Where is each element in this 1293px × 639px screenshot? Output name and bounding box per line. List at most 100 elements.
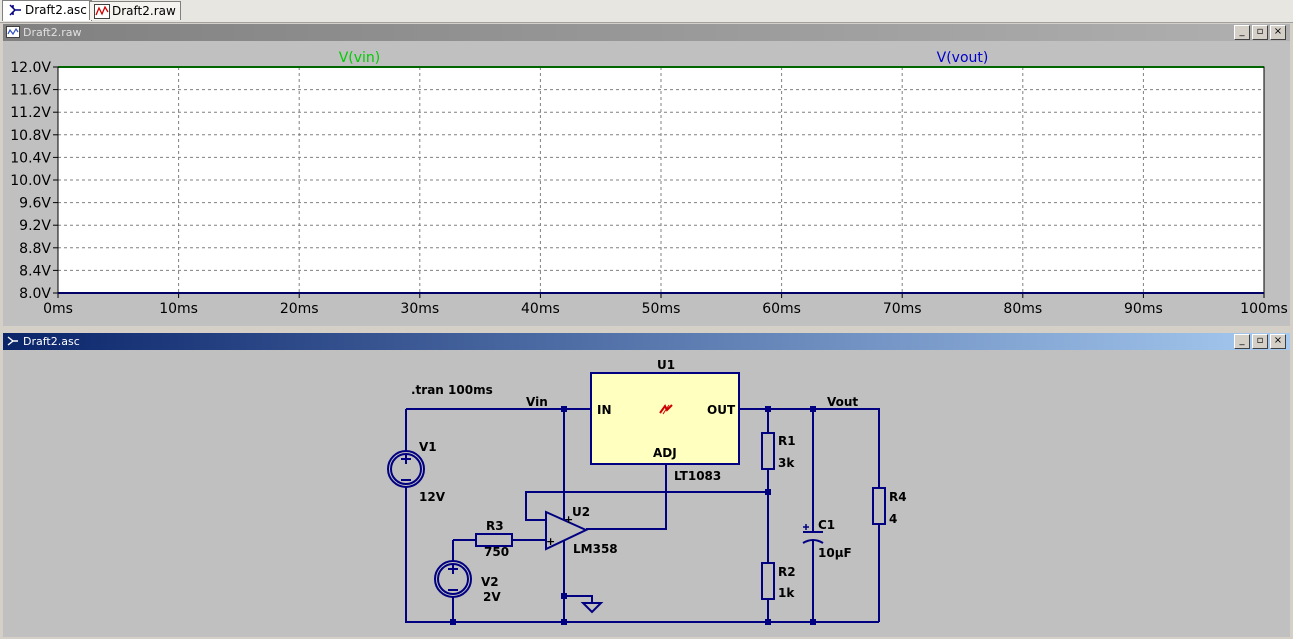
schematic-window: Draft2.asc _▫× (3, 333, 1290, 637)
v2-ref[interactable]: V2 (481, 575, 499, 589)
v2-circle[interactable] (434, 560, 472, 598)
r3-ref[interactable]: R3 (486, 519, 504, 533)
schematic-canvas[interactable]: .tran 100ms Vin Vout U1 IN OUT ADJ LT108… (3, 350, 1290, 637)
y-tick-label: 10.8V (10, 128, 51, 144)
y-tick-label: 11.2V (10, 105, 51, 121)
ground-symbol[interactable] (580, 602, 604, 614)
r2-resistor[interactable] (761, 562, 775, 600)
waveform-window-icon (6, 26, 20, 38)
tab-draft2-asc[interactable]: Draft2.asc (2, 0, 92, 21)
waveform-window-title: Draft2.raw (23, 26, 82, 39)
x-tick-label: 10ms (159, 301, 198, 317)
y-tick-label: 9.6V (19, 196, 51, 212)
junction (450, 619, 456, 625)
c1-value[interactable]: 10µF (818, 546, 852, 560)
schematic-text: .tran 100ms Vin Vout U1 IN OUT ADJ LT108… (411, 358, 907, 604)
r1-ref[interactable]: R1 (778, 434, 796, 448)
u2-plus-supply: + (564, 513, 573, 526)
junction (765, 489, 771, 495)
r4-ref[interactable]: R4 (889, 490, 907, 504)
u1-pin-out: OUT (707, 403, 736, 417)
u1-body[interactable] (590, 372, 740, 465)
spice-directive[interactable]: .tran 100ms (411, 383, 493, 397)
x-tick-label: 50ms (642, 301, 681, 317)
u2-opamp[interactable] (545, 510, 589, 551)
wire-adj[interactable] (586, 464, 667, 530)
schematic-window-title: Draft2.asc (23, 335, 80, 348)
u2-triangle[interactable] (545, 510, 589, 551)
waveform-plot[interactable]: 0ms 10ms 20ms 30ms 40ms 50ms 60ms 70ms 80ms 90ms 1… (3, 41, 1290, 326)
plot-frame (57, 66, 1265, 294)
close-button[interactable]: × (1270, 334, 1286, 349)
u1-pin-adj: ADJ (653, 446, 677, 460)
v2-voltage-source[interactable] (434, 560, 472, 598)
x-tick-label: 80ms (1003, 301, 1042, 317)
waveform-window: Draft2.raw _▫× 0ms 10ms 20ms 30ms 40ms 50ms 60… (3, 24, 1290, 326)
r1-value[interactable]: 3k (778, 456, 795, 470)
minimize-button[interactable]: _ (1234, 25, 1250, 40)
legend-entry[interactable]: V(vout) (937, 50, 989, 66)
restore-button[interactable]: ▫ (1252, 25, 1268, 40)
u2-ref[interactable]: U2 (572, 505, 590, 519)
u1-regulator[interactable] (590, 372, 740, 465)
r4-value[interactable]: 4 (889, 512, 897, 526)
net-label-vout[interactable]: Vout (827, 395, 858, 409)
minimize-button[interactable]: _ (1234, 334, 1250, 349)
restore-button[interactable]: ▫ (1252, 334, 1268, 349)
r3-value[interactable]: 750 (484, 545, 509, 559)
v2-value[interactable]: 2V (483, 590, 501, 604)
junction (765, 406, 771, 412)
c1-ref[interactable]: C1 (818, 518, 835, 532)
u1-part[interactable]: LT1083 (674, 469, 721, 483)
y-tick-label: 11.6V (10, 83, 51, 99)
lightning-icon (659, 404, 673, 414)
v1-ref[interactable]: V1 (419, 440, 437, 454)
wires (405, 408, 880, 623)
schematic-window-titlebar[interactable]: Draft2.asc _▫× (3, 333, 1290, 350)
v1-circle[interactable] (387, 450, 425, 488)
r1-resistor[interactable] (761, 432, 775, 470)
x-tick-label: 90ms (1124, 301, 1163, 317)
r2-value[interactable]: 1k (778, 586, 795, 600)
junction (810, 406, 816, 412)
junctions (450, 406, 816, 625)
junction (810, 619, 816, 625)
u2-part[interactable]: LM358 (573, 542, 618, 556)
y-tick-label: 8.4V (19, 263, 51, 279)
close-button[interactable]: × (1270, 25, 1286, 40)
u1-ref[interactable]: U1 (657, 358, 675, 372)
schematic-window-icon (7, 336, 18, 346)
net-label-vin[interactable]: Vin (526, 395, 548, 409)
v1-value[interactable]: 12V (419, 490, 446, 504)
wire-ground-symbol[interactable] (564, 595, 593, 603)
c1-capacitor[interactable] (802, 524, 824, 544)
legend-entry[interactable]: V(vin) (339, 50, 381, 66)
r2-ref[interactable]: R2 (778, 565, 796, 579)
y-tick-label: 9.2V (19, 218, 51, 234)
y-tick-label: 8.8V (19, 241, 51, 257)
x-tick-label: 0ms (43, 301, 73, 317)
junction (765, 619, 771, 625)
x-tick-label: 60ms (762, 301, 801, 317)
r3-resistor[interactable] (475, 533, 513, 547)
x-tick-label: 70ms (883, 301, 922, 317)
v1-voltage-source[interactable] (387, 450, 425, 488)
x-tick-label: 30ms (400, 301, 439, 317)
v2-polarity (448, 564, 458, 591)
tab-label: Draft2.asc (25, 3, 87, 17)
junction (561, 619, 567, 625)
wire-vout[interactable] (739, 408, 880, 488)
waveform-icon (94, 4, 110, 19)
c1-plate-bottom[interactable] (802, 539, 824, 544)
v1-polarity (401, 454, 411, 481)
schematic-icon (9, 4, 21, 16)
r4-resistor[interactable] (872, 487, 886, 525)
x-tick-label: 20ms (280, 301, 319, 317)
waveform-window-titlebar[interactable]: Draft2.raw _▫× (3, 24, 1290, 41)
tab-draft2-raw[interactable]: Draft2.raw (89, 1, 181, 20)
wire-feedback[interactable] (525, 491, 768, 521)
x-tick-label: 40ms (521, 301, 560, 317)
wire-ground-bus[interactable] (405, 487, 879, 623)
u1-pin-in: IN (597, 403, 612, 417)
y-tick-label: 8.0V (19, 286, 51, 302)
